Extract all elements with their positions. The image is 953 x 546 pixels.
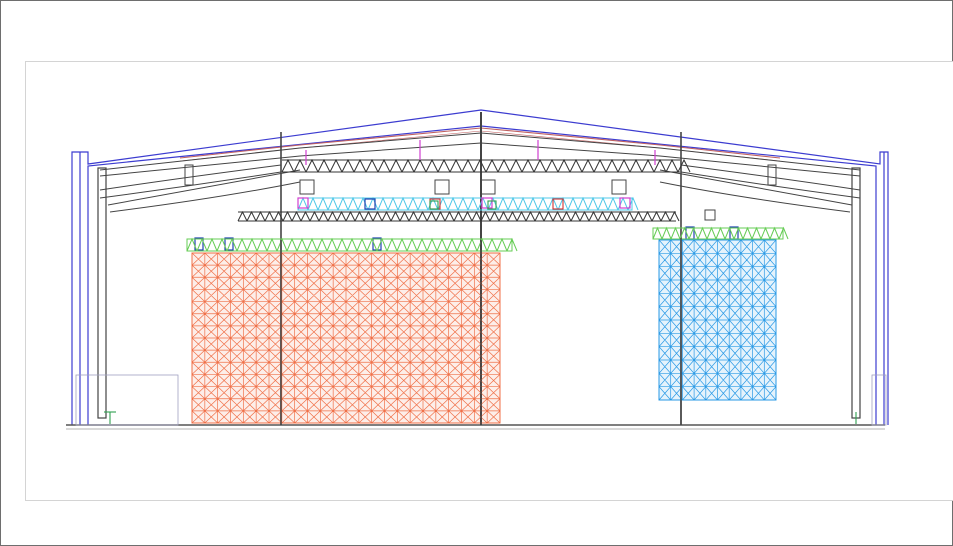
rackB-mesh: [658, 239, 777, 401]
floor-block-left: [75, 374, 179, 426]
hoist-connectors: [184, 164, 777, 221]
floor-block-right: [871, 374, 887, 426]
rackA-mesh: [191, 252, 501, 424]
orange-rack-grid: [191, 252, 501, 424]
magenta-markers: [297, 140, 656, 209]
drawing-panel: [25, 61, 953, 501]
green-markers: [104, 200, 857, 424]
upper-truss: [281, 158, 691, 173]
cyan-crane-truss: [297, 196, 639, 211]
lower-truss: [237, 210, 680, 222]
green-truss-right: [652, 226, 789, 240]
green-truss-left: [186, 237, 518, 252]
blue-rack-grid: [658, 239, 777, 401]
column-overlay: [280, 238, 682, 425]
outer-gable: [71, 109, 889, 425]
